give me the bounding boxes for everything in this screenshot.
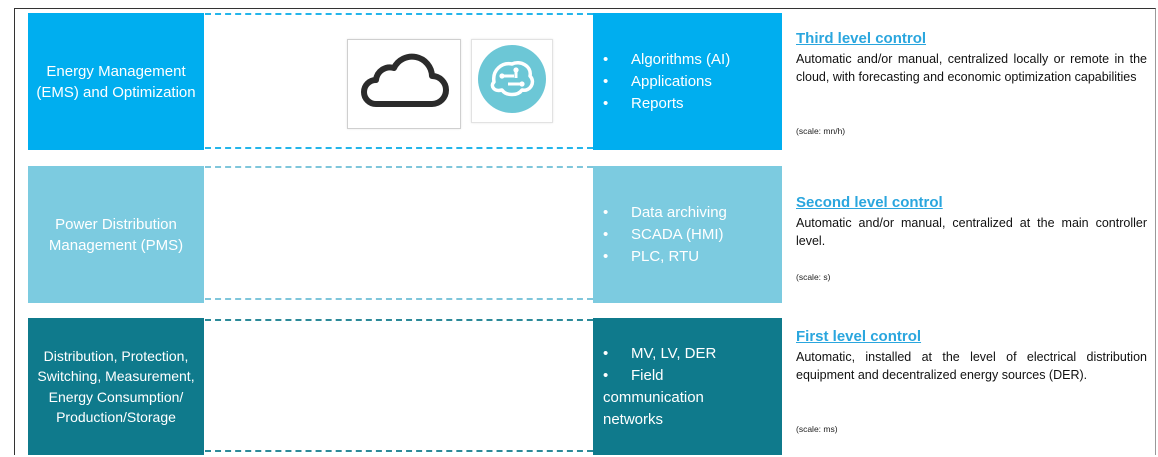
top-dash-lower: [205, 147, 593, 149]
first-level-scale: (scale: ms): [796, 424, 838, 434]
pms-box: Power Distribution Management (PMS): [28, 166, 204, 303]
field-function-item: Field: [603, 365, 753, 387]
first-level-title[interactable]: First level control: [796, 328, 922, 345]
mid-dash-lower: [205, 298, 593, 300]
field-function-item: MV, LV, DER: [603, 343, 753, 365]
second-level-title[interactable]: Second level control: [796, 194, 943, 211]
pms-function-item: SCADA (HMI): [603, 224, 727, 246]
top-dash-upper: [205, 13, 593, 15]
ems-function-item: Applications: [603, 71, 730, 93]
bot-dash-lower: [205, 450, 593, 452]
third-level-title[interactable]: Third level control: [796, 30, 927, 47]
ai-brain-icon: [478, 45, 546, 113]
field-box: Distribution, Protection, Switching, Mea…: [28, 318, 204, 455]
third-level-text: Automatic and/or manual, centralized loc…: [796, 52, 1147, 84]
cloud-icon: [361, 53, 449, 107]
second-level-text: Automatic and/or manual, centralized at …: [796, 216, 1147, 248]
pms-functions-box: Data archiving SCADA (HMI) PLC, RTU: [593, 166, 782, 303]
ems-functions-box: Algorithms (AI) Applications Reports: [593, 13, 782, 150]
first-level-text: Automatic, installed at the level of ele…: [796, 350, 1147, 382]
pms-label: Power Distribution Management (PMS): [48, 215, 184, 254]
ems-label: Energy Management (EMS) and Optimization: [36, 62, 196, 101]
pms-function-item: PLC, RTU: [603, 246, 727, 268]
ai-card: [471, 39, 553, 123]
bot-dash-upper: [205, 319, 593, 321]
second-level-description: Second level control Automatic and/or ma…: [796, 194, 1147, 282]
field-functions-box: MV, LV, DER Field communication networks: [593, 318, 782, 455]
first-level-description: First level control Automatic, installed…: [796, 328, 1147, 434]
pms-function-item: Data archiving: [603, 202, 727, 224]
third-level-scale: (scale: mn/h): [796, 126, 846, 136]
third-level-description: Third level control Automatic and/or man…: [796, 30, 1147, 136]
mid-dash-upper: [205, 166, 593, 168]
field-function-item: communication networks: [603, 388, 704, 428]
cloud-card: [347, 39, 461, 129]
ems-function-item: Algorithms (AI): [603, 49, 730, 71]
ems-box: Energy Management (EMS) and Optimization: [28, 13, 204, 150]
second-level-scale: (scale: s): [796, 272, 831, 282]
field-label: Distribution, Protection, Switching, Mea…: [37, 347, 195, 426]
ems-function-item: Reports: [603, 93, 730, 115]
diagram-frame: [14, 8, 1156, 455]
